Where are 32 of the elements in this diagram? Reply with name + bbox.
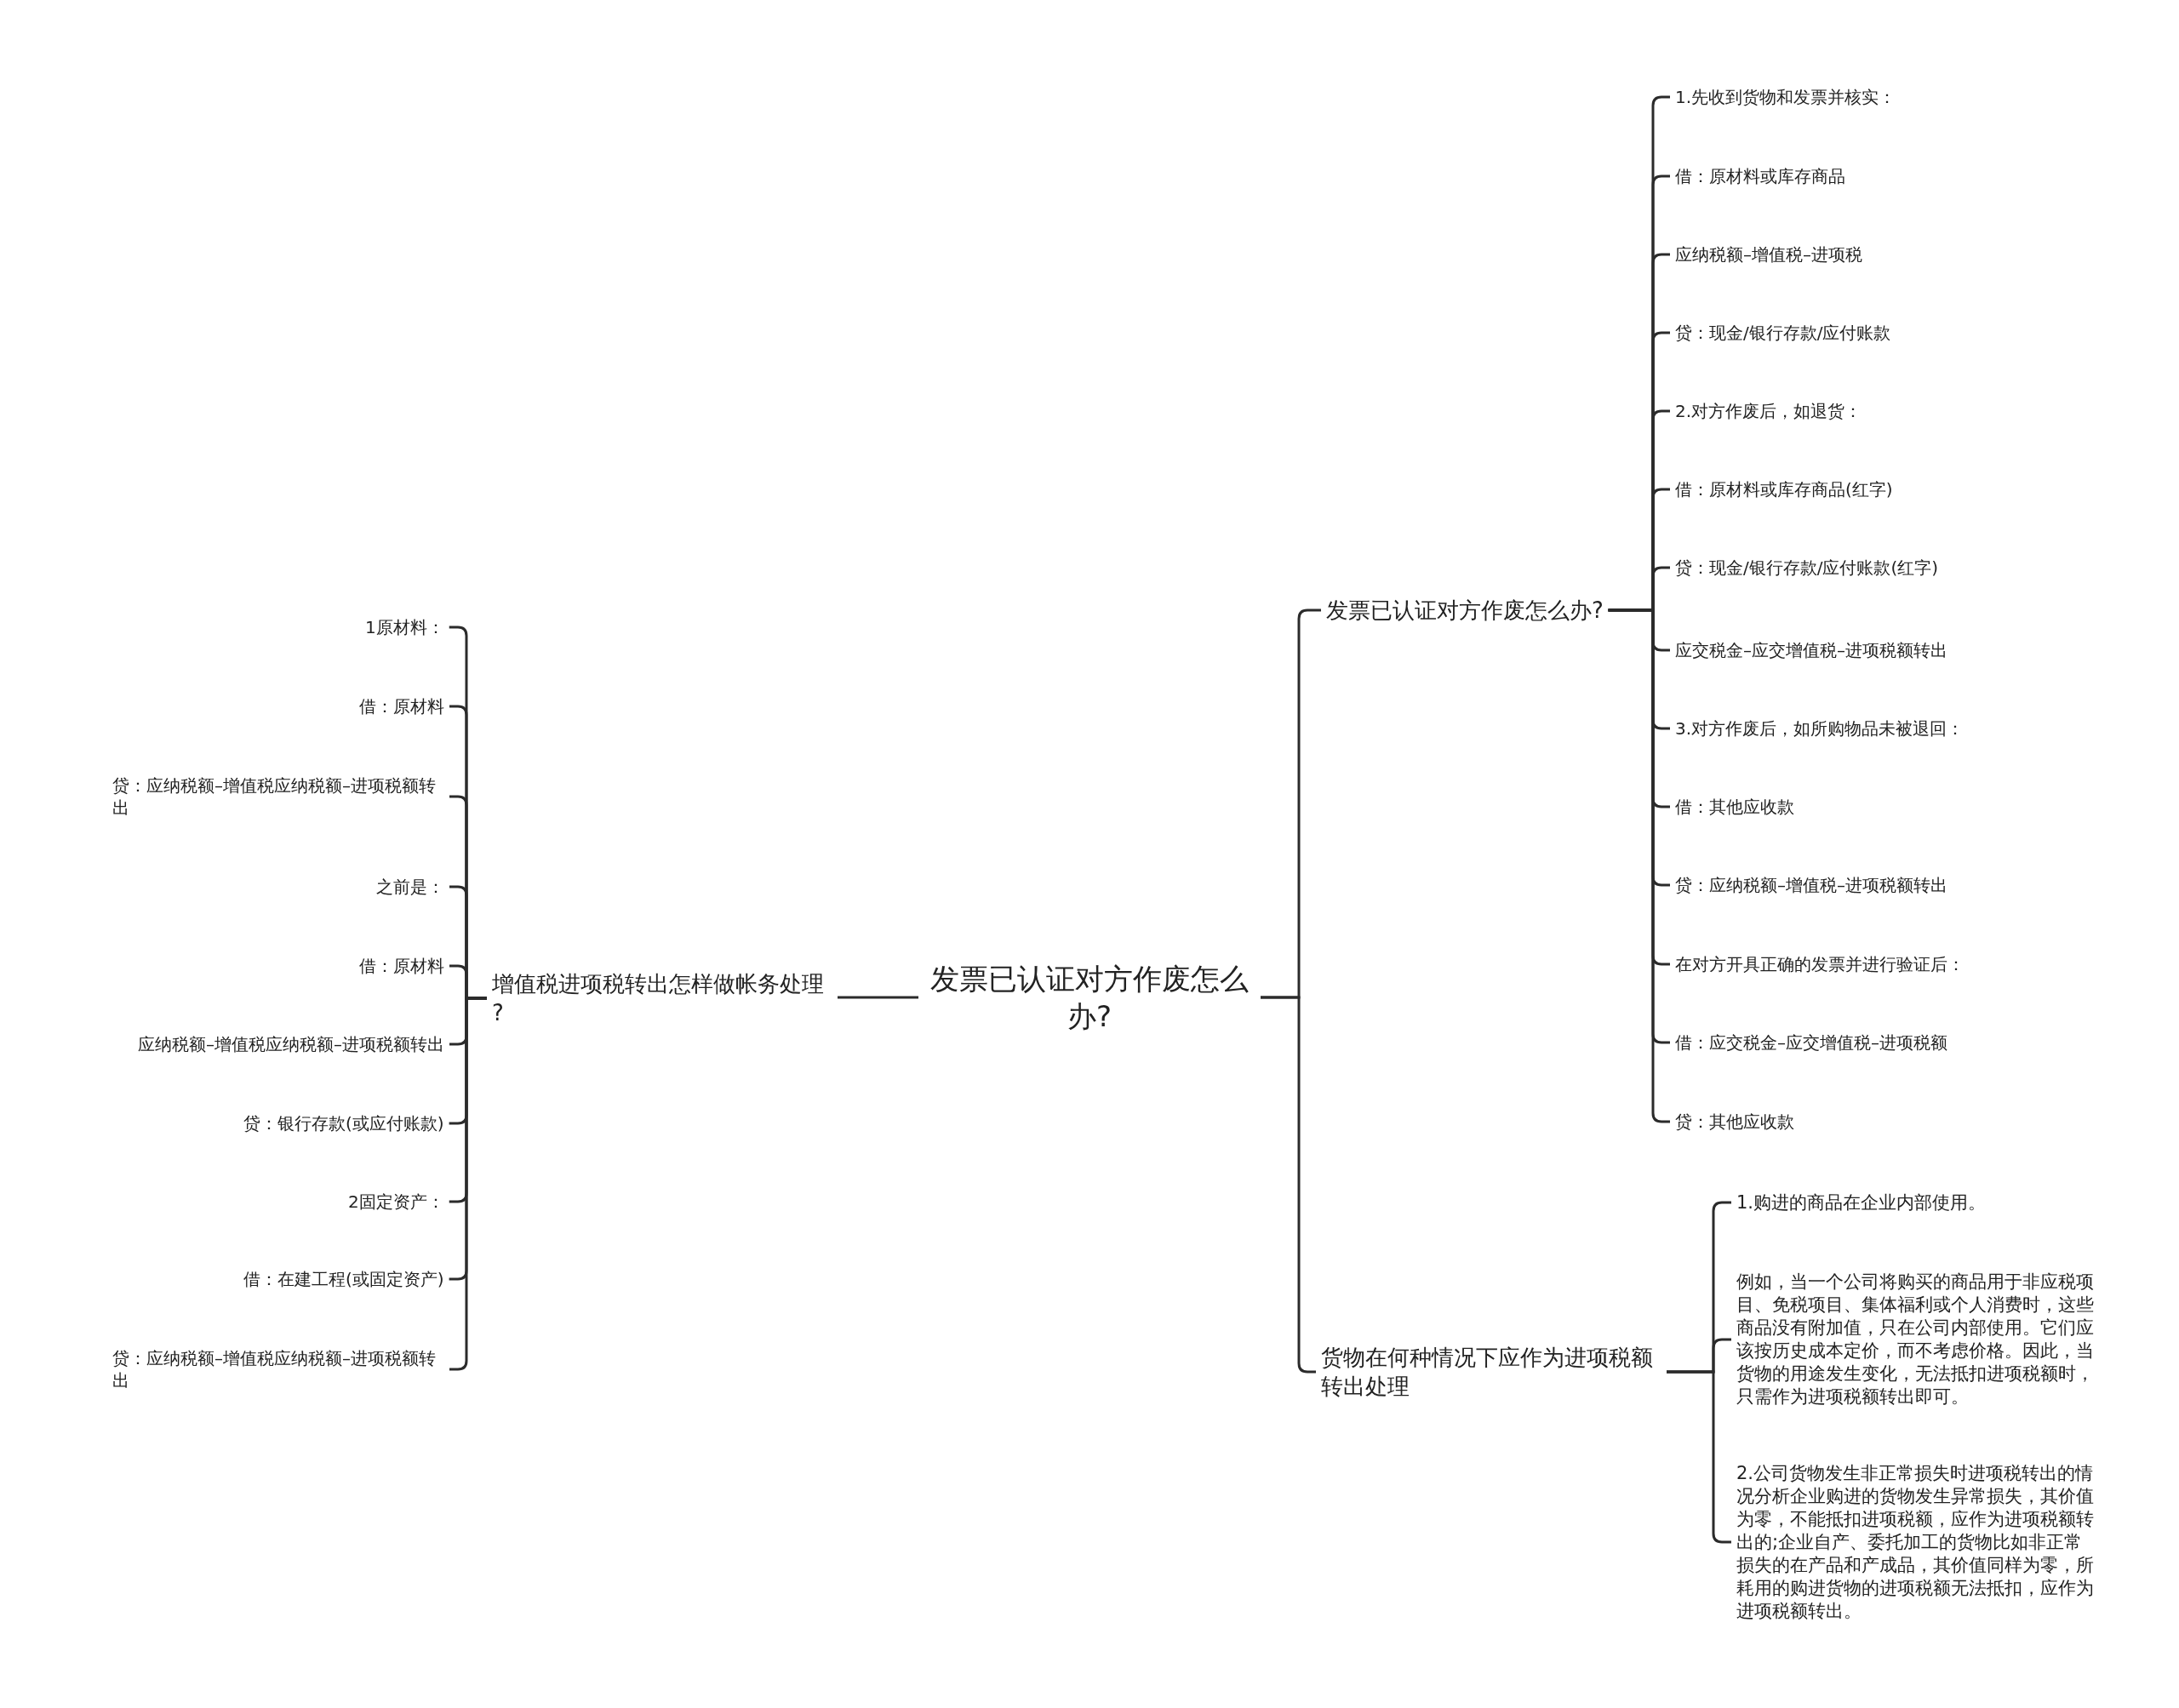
leaf-topic: 贷：其他应收款 bbox=[1675, 1111, 1794, 1133]
leaf-topic: 借：原材料或库存商品 bbox=[1675, 165, 1845, 187]
leaf-topic: 例如，当一个公司将购买的商品用于非应税项目、免税项目、集体福利或个人消费时，这些商品没有附加值，只在公司内部使用。它们应该按历史成本定价，而不考虑价格。因此，当货物的用途发生变化，无法抵扣进项税额时，只需作为进项税额转出即可。 bbox=[1736, 1271, 2098, 1408]
leaf-topic: 应纳税额–增值税–进项税 bbox=[1675, 243, 1862, 266]
leaf-topic: 1.购进的商品在企业内部使用。 bbox=[1736, 1191, 1987, 1214]
leaf-topic: 贷：应纳税额–增值税应纳税额–进项税额转出 bbox=[112, 774, 444, 819]
leaf-topic: 贷：现金/银行存款/应付账款 bbox=[1675, 322, 1891, 344]
branch-topic: 货物在何种情况下应作为进项税额转出处理 bbox=[1321, 1343, 1661, 1401]
leaf-topic: 在对方开具正确的发票并进行验证后： bbox=[1675, 953, 1965, 975]
leaf-topic: 2固定资产： bbox=[348, 1191, 444, 1213]
branch-topic: 发票已认证对方作废怎么办? bbox=[1326, 596, 1604, 625]
leaf-topic: 贷：应纳税额–增值税应纳税额–进项税额转出 bbox=[112, 1347, 444, 1391]
leaf-topic: 应纳税额–增值税应纳税额–进项税额转出 bbox=[138, 1033, 444, 1055]
leaf-topic: 2.对方作废后，如退货： bbox=[1675, 400, 1862, 422]
leaf-topic: 1原材料： bbox=[365, 616, 444, 638]
leaf-topic: 之前是： bbox=[376, 876, 444, 898]
leaf-topic: 借：原材料 bbox=[359, 695, 444, 717]
leaf-topic: 3.对方作废后，如所购物品未被退回： bbox=[1675, 717, 1965, 740]
leaf-topic: 贷：应纳税额–增值税–进项税额转出 bbox=[1675, 874, 1947, 896]
leaf-topic: 借：原材料 bbox=[359, 955, 444, 977]
connector-line bbox=[838, 996, 918, 999]
leaf-topic: 1.先收到货物和发票并核实： bbox=[1675, 86, 1896, 108]
leaf-topic: 借：其他应收款 bbox=[1675, 796, 1794, 818]
leaf-topic: 2.公司货物发生非正常损失时进项税转出的情况分析企业购进的货物发生异常损失，其价值为零，不能抵扣进项税额，应作为进项税额转出的;企业自产、委托加工的货物比如非正常损失的在产品和产成品，其价值同样为零，所耗用的购进货物的进项税额无法抵扣，应作为进项税额转出。 bbox=[1736, 1461, 2098, 1623]
leaf-topic: 借：原材料或库存商品(红字) bbox=[1675, 478, 1893, 500]
branch-topic: 增值税进项税转出怎样做帐务处理? bbox=[492, 969, 832, 1027]
leaf-topic: 借：在建工程(或固定资产) bbox=[243, 1268, 444, 1290]
central-topic: 发票已认证对方作废怎么办? bbox=[924, 960, 1255, 1035]
leaf-topic: 贷：现金/银行存款/应付账款(红字) bbox=[1675, 557, 1939, 579]
leaf-topic: 贷：银行存款(或应付账款) bbox=[243, 1112, 444, 1134]
leaf-topic: 应交税金–应交增值税–进项税额转出 bbox=[1675, 639, 1947, 661]
leaf-topic: 借：应交税金–应交增值税–进项税额 bbox=[1675, 1031, 1947, 1054]
